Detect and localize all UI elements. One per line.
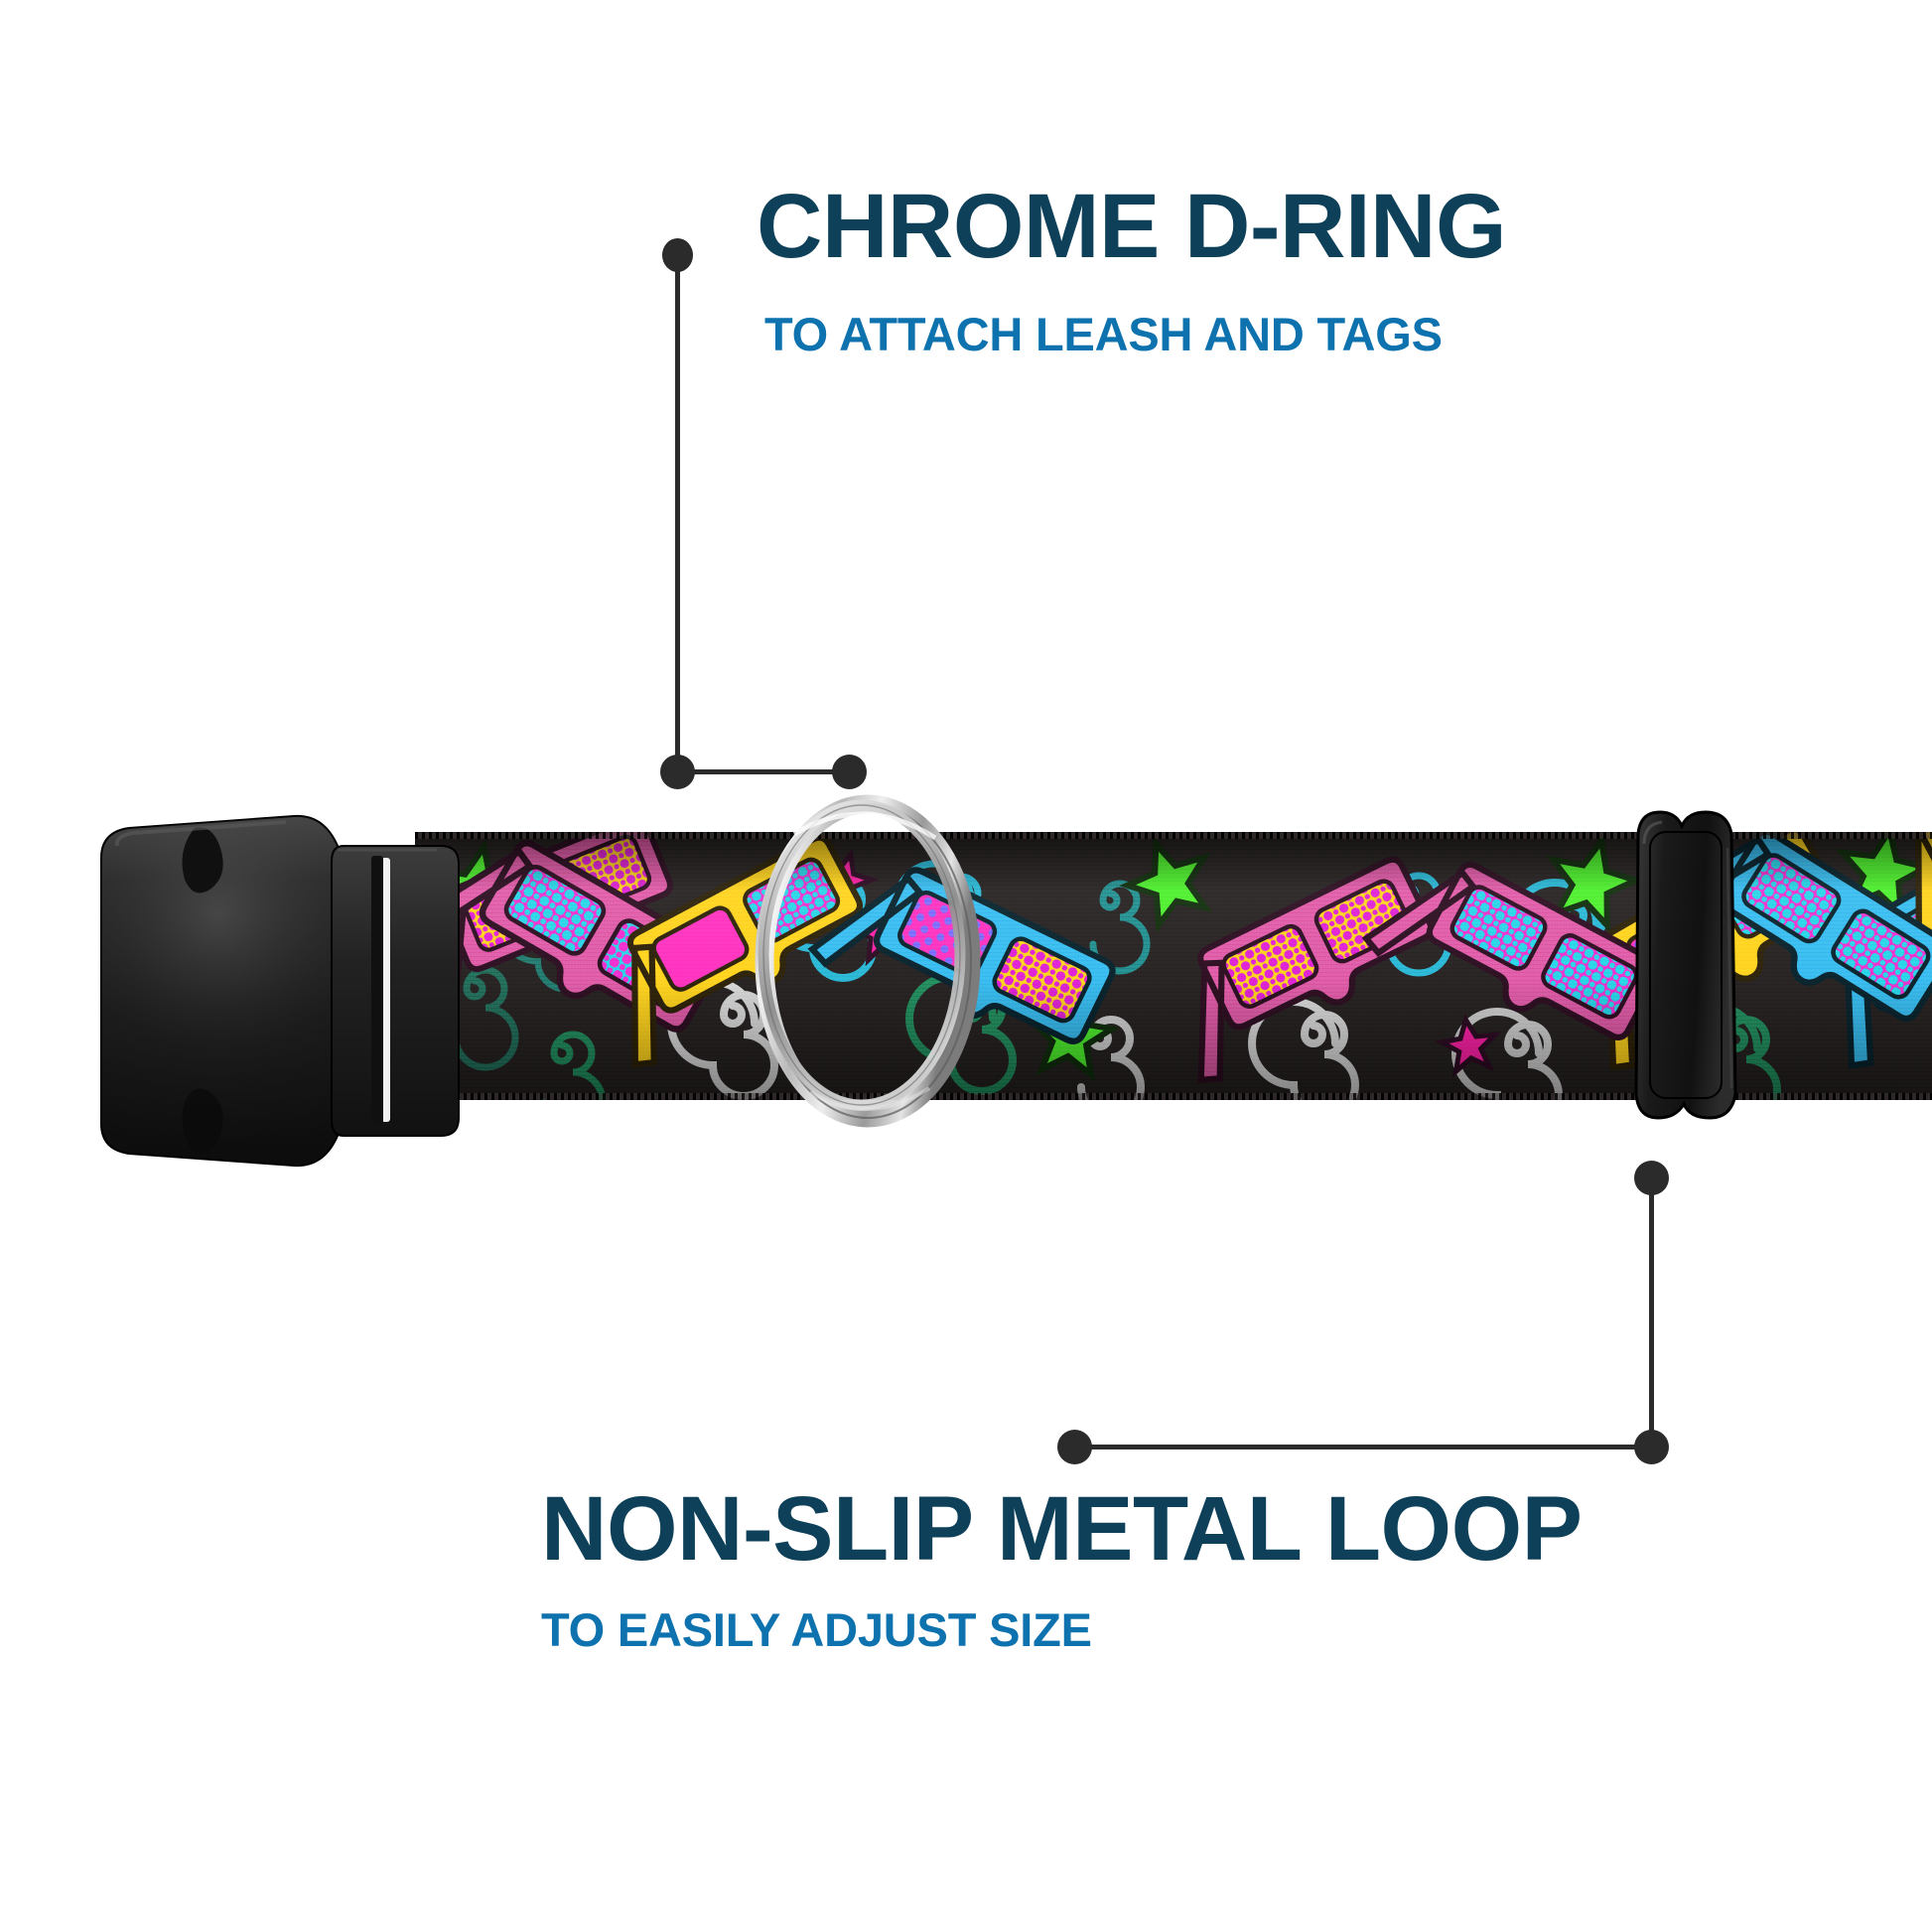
green-star xyxy=(1546,833,1644,933)
pink-star xyxy=(1435,1014,1502,1078)
leader-dot-bottom-anchor xyxy=(1057,1430,1092,1464)
chrome-d-ring[interactable] xyxy=(755,794,981,1128)
metal-loop-slider[interactable] xyxy=(1616,800,1755,1128)
callout-subtitle-chrome-d-ring: TO ATTACH LEASH AND TAGS xyxy=(764,308,1443,360)
collar-pattern xyxy=(415,832,1932,1100)
callout-title-chrome-d-ring: CHROME D-RING xyxy=(757,176,1507,277)
green-star xyxy=(1119,836,1213,933)
callout-subtitle-non-slip-metal-loop: TO EASILY ADJUST SIZE xyxy=(541,1603,1092,1656)
callout-title-non-slip-metal-loop: NON-SLIP METAL LOOP xyxy=(541,1478,1583,1580)
side-release-buckle[interactable] xyxy=(87,806,514,1175)
leader-line-vertical-top xyxy=(675,260,680,770)
leader-line-horizontal-top xyxy=(677,769,850,774)
leader-line-horizontal-bottom xyxy=(1074,1445,1650,1449)
glasses-pink-3 xyxy=(1197,856,1435,1083)
leader-line-vertical-bottom xyxy=(1649,1186,1654,1447)
leader-dot-top-target xyxy=(832,755,867,789)
glasses-pink-4 xyxy=(1361,861,1662,1040)
